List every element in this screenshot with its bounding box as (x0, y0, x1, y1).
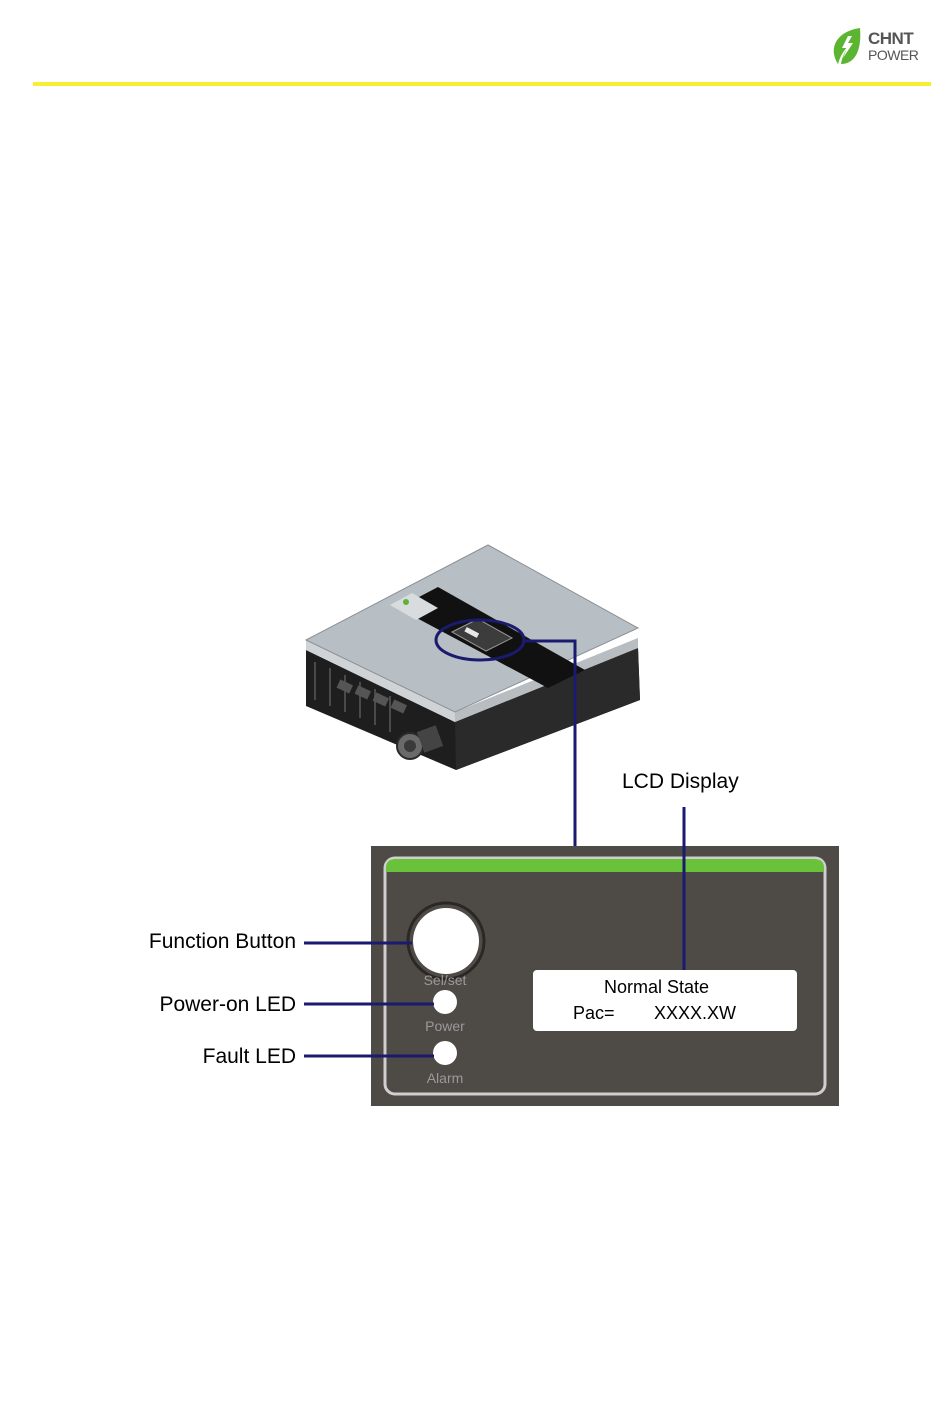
inverter-device-icon (306, 545, 640, 770)
alarm-label: Alarm (405, 1070, 485, 1086)
lcd-display-callout: LCD Display (622, 770, 739, 794)
lcd-line-normal-state: Normal State (604, 977, 709, 998)
power-label: Power (405, 1018, 485, 1034)
power-on-led-callout: Power-on LED (16, 993, 296, 1017)
lcd-line-pac-key: Pac= (573, 1003, 615, 1024)
function-button-callout: Function Button (16, 930, 296, 954)
fault-led-callout: Fault LED (16, 1045, 296, 1069)
sel-set-label: Sel/set (405, 972, 485, 988)
lcd-line-pac-value: XXXX.XW (654, 1003, 736, 1024)
